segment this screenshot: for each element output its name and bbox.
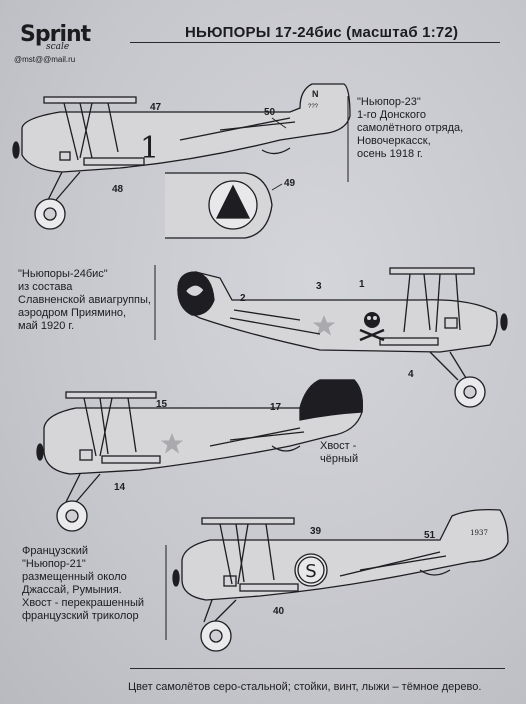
black-tail-3 [299, 379, 363, 421]
caption-aircraft-4: Французский "Ньюпор-21" размещенный окол… [22, 545, 144, 622]
aircraft-1: 1 N ??? [12, 83, 351, 230]
callout-49: 49 [284, 178, 296, 189]
aircraft-3 [36, 379, 363, 532]
callout-51: 51 [424, 530, 436, 541]
footer-rule [130, 668, 505, 669]
fuselage-2 [177, 271, 498, 353]
aircraft-2 [177, 267, 508, 408]
callout-39: 39 [310, 526, 322, 537]
strut-1a [63, 102, 79, 161]
propeller-4 [172, 569, 180, 587]
lower-wing-4 [239, 583, 299, 592]
tail-detail-1 [165, 172, 273, 239]
callout-3: 3 [316, 281, 322, 292]
callouts: 47 50 48 49 2 3 1 4 15 17 14 39 51 40 [112, 102, 436, 617]
callout-15: 15 [156, 399, 168, 410]
lower-wing-2 [379, 337, 439, 346]
fuselage-code-1: 1 [140, 131, 159, 166]
upper-wing-1 [43, 96, 137, 104]
tail-small-1: ??? [308, 104, 319, 110]
callout-40: 40 [273, 606, 285, 617]
callout-4: 4 [408, 369, 414, 380]
logo-subtitle: scale [46, 42, 70, 52]
callout-17: 17 [270, 402, 282, 413]
aircraft-4: S 1937 [172, 508, 509, 652]
footer-note: Цвет самолётов серо-стальной; стойки, ви… [128, 681, 482, 693]
triangle-emblem [215, 184, 251, 219]
lower-wing-1 [83, 157, 145, 166]
upper-wing-3 [65, 391, 157, 399]
roundel-s [294, 553, 328, 587]
caption-aircraft-3: Хвост - чёрный [320, 440, 359, 465]
skull-emblem [359, 312, 385, 342]
page-title: НЬЮПОРЫ 17-24бис (масштаб 1:72) [185, 24, 459, 41]
callout-2: 2 [240, 293, 246, 304]
upper-wing-2 [389, 267, 475, 275]
logo-email: @mst@@mail.ru [14, 55, 76, 64]
lower-wing-3 [101, 455, 161, 464]
propeller-2 [500, 313, 508, 331]
roundel-letter-4: S [305, 561, 316, 582]
callout-47: 47 [150, 102, 162, 113]
callout-50: 50 [264, 107, 276, 118]
callout-48: 48 [112, 184, 124, 195]
propeller-3 [36, 443, 44, 461]
fuselage-4 [181, 508, 509, 601]
title-rule [130, 42, 500, 43]
tail-letter-1: N [312, 89, 319, 99]
callout-14: 14 [114, 482, 126, 493]
caption-aircraft-1: "Ньюпор-23" 1-го Донского самолётного от… [357, 96, 464, 160]
logo-wordmark: Sprint [20, 22, 91, 47]
propeller-1 [12, 141, 20, 159]
caption-aircraft-2: "Ньюпоры-24бис" из состава Славненской а… [18, 268, 151, 332]
upper-wing-4 [201, 517, 295, 525]
tail-code-4: 1937 [470, 529, 488, 537]
callout-1: 1 [359, 279, 365, 290]
